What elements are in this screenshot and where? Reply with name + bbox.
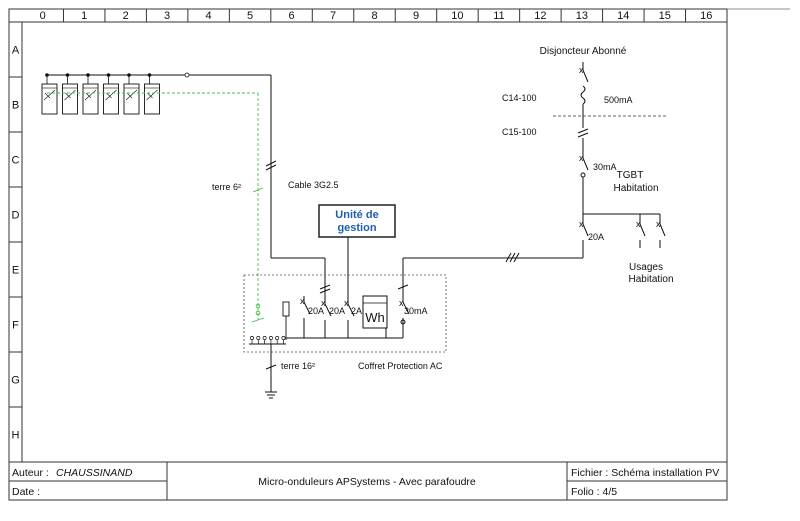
pv-panels <box>41 73 160 115</box>
row-label: A <box>12 45 20 57</box>
earth-terminal-bar <box>249 301 290 345</box>
disjoncteur-label: Disjoncteur Abonné <box>540 46 627 57</box>
column-label: 8 <box>371 10 377 22</box>
management-unit: Unité de gestion <box>318 204 396 300</box>
earth-16-line <box>265 344 277 399</box>
row-label: E <box>12 265 19 277</box>
coffret-to-tgbt-cable <box>403 252 583 263</box>
column-dividers <box>62 9 687 22</box>
row-label: F <box>12 320 19 332</box>
coffret-breakers <box>286 258 410 339</box>
row-label: D <box>12 210 20 222</box>
folio-number: Folio : 4/5 <box>571 486 618 498</box>
column-label: 10 <box>451 10 463 22</box>
svg-text:x: x <box>579 219 584 229</box>
svg-text:x: x <box>579 153 584 163</box>
pv-panel <box>41 73 58 115</box>
column-label: 15 <box>659 10 671 22</box>
tgbt-distribution <box>582 213 666 258</box>
breaker-3-rating: 2A <box>351 306 362 316</box>
svg-text:Unité de: Unité de <box>335 209 378 221</box>
column-label: 4 <box>206 10 212 22</box>
drawing-title: Micro-onduleurs APSystems - Avec parafou… <box>258 476 476 488</box>
column-label: 9 <box>413 10 419 22</box>
svg-text:x: x <box>344 298 349 308</box>
tgbt-label: TGBT <box>617 170 644 181</box>
tgbt-habitation-label: Habitation <box>613 183 658 194</box>
column-label: 1 <box>81 10 87 22</box>
row-dividers <box>9 76 22 408</box>
row-labels: A B C D E F G H <box>11 45 20 442</box>
earth-bar-green <box>255 303 261 316</box>
tgbt-20a-label: 20A <box>588 232 604 242</box>
column-label: 6 <box>289 10 295 22</box>
earth-16-label: terre 16² <box>281 361 315 371</box>
coffret-label: Coffret Protection AC <box>358 361 443 371</box>
breaker-marks: x x x x <box>300 296 404 308</box>
breaker-2-rating: 20A <box>329 306 345 316</box>
pv-panel <box>82 73 99 115</box>
usages-label: Usages <box>629 262 663 273</box>
c15-label: C15-100 <box>502 127 537 137</box>
breaker-1-rating: 20A <box>308 306 324 316</box>
energy-meter: Wh <box>362 295 388 329</box>
row-label: H <box>12 430 20 442</box>
earth-6-line <box>251 93 265 323</box>
earth-6-label: terre 6² <box>212 182 241 192</box>
column-label: 16 <box>700 10 712 22</box>
column-label: 5 <box>247 10 253 22</box>
pv-panel <box>103 73 119 115</box>
svg-text:gestion: gestion <box>337 222 376 234</box>
column-label: 12 <box>534 10 546 22</box>
pv-module-array <box>41 72 271 115</box>
svg-text:x: x <box>300 296 305 306</box>
tgbt-30ma-label: 30mA <box>593 162 617 172</box>
coffret-boundary <box>243 274 447 353</box>
ac-cable <box>265 75 326 300</box>
c14-label: C14-100 <box>502 93 537 103</box>
cable-label: Cable 3G2.5 <box>288 180 339 190</box>
pv-panel <box>123 73 140 115</box>
usages-habitation-label: Habitation <box>628 274 673 285</box>
breaker-30ma-rating: 30mA <box>404 306 428 316</box>
column-label: 3 <box>164 10 170 22</box>
author-value: CHAUSSINAND <box>56 467 133 479</box>
date-label: Date : <box>12 486 41 498</box>
500ma-label: 500mA <box>604 95 633 105</box>
subscriber-breaker <box>577 62 589 214</box>
column-label: 13 <box>576 10 588 22</box>
tgbt-breaker-marks: x x x x x <box>579 65 661 229</box>
column-label: 11 <box>493 10 504 22</box>
row-label: B <box>12 100 19 112</box>
svg-text:x: x <box>656 219 661 229</box>
svg-text:Wh: Wh <box>365 310 385 325</box>
column-label: 2 <box>123 10 129 22</box>
svg-text:x: x <box>579 65 584 75</box>
title-block <box>9 461 727 500</box>
pv-connector-symbol <box>184 72 271 78</box>
svg-text:x: x <box>321 298 326 308</box>
svg-text:x: x <box>399 298 404 308</box>
column-label: 14 <box>617 10 629 22</box>
row-label: G <box>11 375 20 387</box>
file-name: Fichier : Schéma installation PV <box>571 467 720 479</box>
row-label: C <box>12 155 20 167</box>
sheet-frame <box>8 8 728 501</box>
pv-panel <box>144 73 160 115</box>
column-label: 0 <box>40 10 46 22</box>
author-label: Auteur : <box>12 467 49 479</box>
pv-panel <box>62 73 78 115</box>
svg-text:x: x <box>636 219 641 229</box>
column-label: 7 <box>330 10 336 22</box>
